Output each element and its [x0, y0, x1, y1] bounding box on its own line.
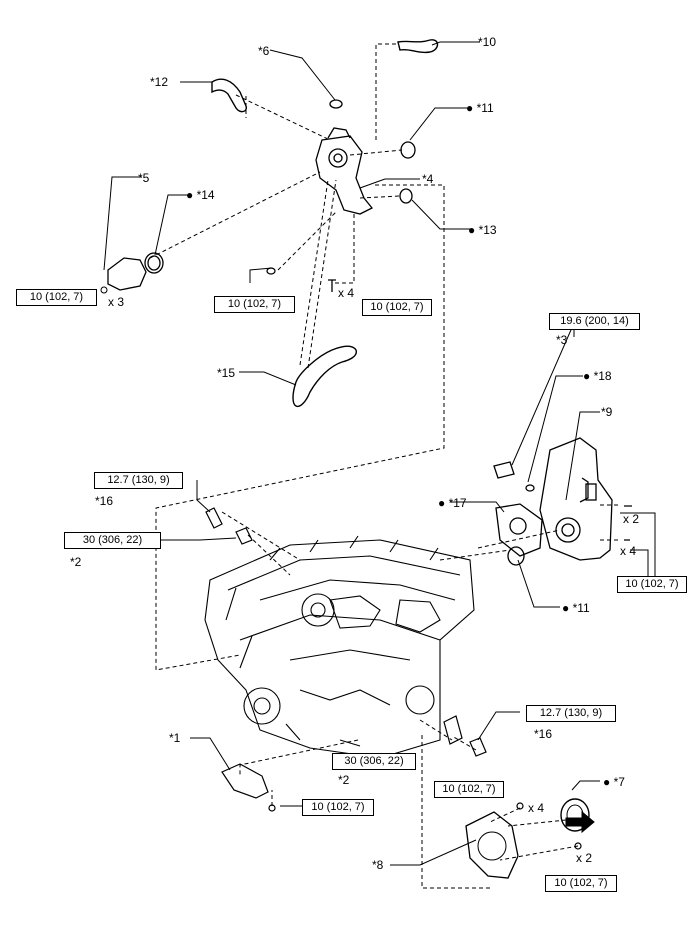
- part-label-12: *12: [150, 75, 169, 89]
- part-label-11-bottom: ● *11: [562, 601, 590, 615]
- water-outlet: [144, 99, 416, 292]
- torque-box-plug-left: 12.7 (130, 9): [94, 472, 183, 489]
- oil-seal-retainer-shape: [465, 811, 519, 879]
- part-label-2-left: *2: [70, 555, 82, 569]
- quantity-x4-housing: x 4: [620, 544, 637, 558]
- torque-box-sensor: 19.6 (200, 14): [549, 313, 640, 330]
- part-label-1: *1: [169, 731, 181, 745]
- part-label-3: *3: [556, 333, 568, 347]
- oil-seal-shape: [560, 798, 595, 834]
- hoses: [211, 39, 439, 408]
- quantity-x3: x 3: [108, 295, 125, 309]
- water-inlet-housing: [493, 437, 632, 566]
- part-label-13: ● *13: [468, 223, 497, 237]
- fittings: [205, 507, 582, 850]
- part-label-14: ● *14: [186, 188, 215, 202]
- part-label-7: ● *7: [603, 775, 625, 789]
- torque-box-union-right: 30 (306, 22): [332, 753, 416, 770]
- quantity-x4-retainer: x 4: [528, 801, 545, 815]
- torque-box-outlet-nut: 10 (102, 7): [214, 296, 295, 313]
- part-label-15: *15: [217, 366, 236, 380]
- thermostat-housing-shape: [107, 257, 147, 291]
- torque-box-thermostat: 10 (102, 7): [16, 289, 97, 306]
- quantity-x2-retainer: x 2: [576, 851, 593, 865]
- torque-box-outlet-bolts: 10 (102, 7): [362, 299, 432, 316]
- engine-block-outline: [204, 535, 475, 759]
- quantity-x2-housing: x 2: [623, 512, 640, 526]
- part-label-5: *5: [138, 171, 150, 185]
- torque-box-cam-sensor: 10 (102, 7): [302, 799, 374, 816]
- torque-box-retainer-a: 10 (102, 7): [434, 781, 504, 798]
- part-label-4: *4: [422, 172, 434, 186]
- part-label-18: ● *18: [583, 369, 612, 383]
- part-label-2-right: *2: [338, 773, 350, 787]
- torque-box-plug-right: 12.7 (130, 9): [526, 705, 616, 722]
- torque-box-retainer-b: 10 (102, 7): [545, 875, 617, 892]
- assembly-dashed-lines: [149, 43, 618, 889]
- part-label-11-top: ● *11: [466, 101, 494, 115]
- part-label-17: ● *17: [438, 496, 467, 510]
- quantity-x4-outlet: x 4: [338, 286, 355, 300]
- part-label-16-left: *16: [95, 494, 114, 508]
- leader-lines: [103, 41, 656, 866]
- part-label-10: *10: [478, 35, 497, 49]
- part-label-6: *6: [258, 44, 270, 58]
- part-label-9: *9: [601, 405, 613, 419]
- part-label-16-right: *16: [534, 727, 553, 741]
- torque-box-housing: 10 (102, 7): [617, 576, 687, 593]
- torque-box-union-left: 30 (306, 22): [64, 532, 161, 549]
- part-label-8: *8: [372, 858, 384, 872]
